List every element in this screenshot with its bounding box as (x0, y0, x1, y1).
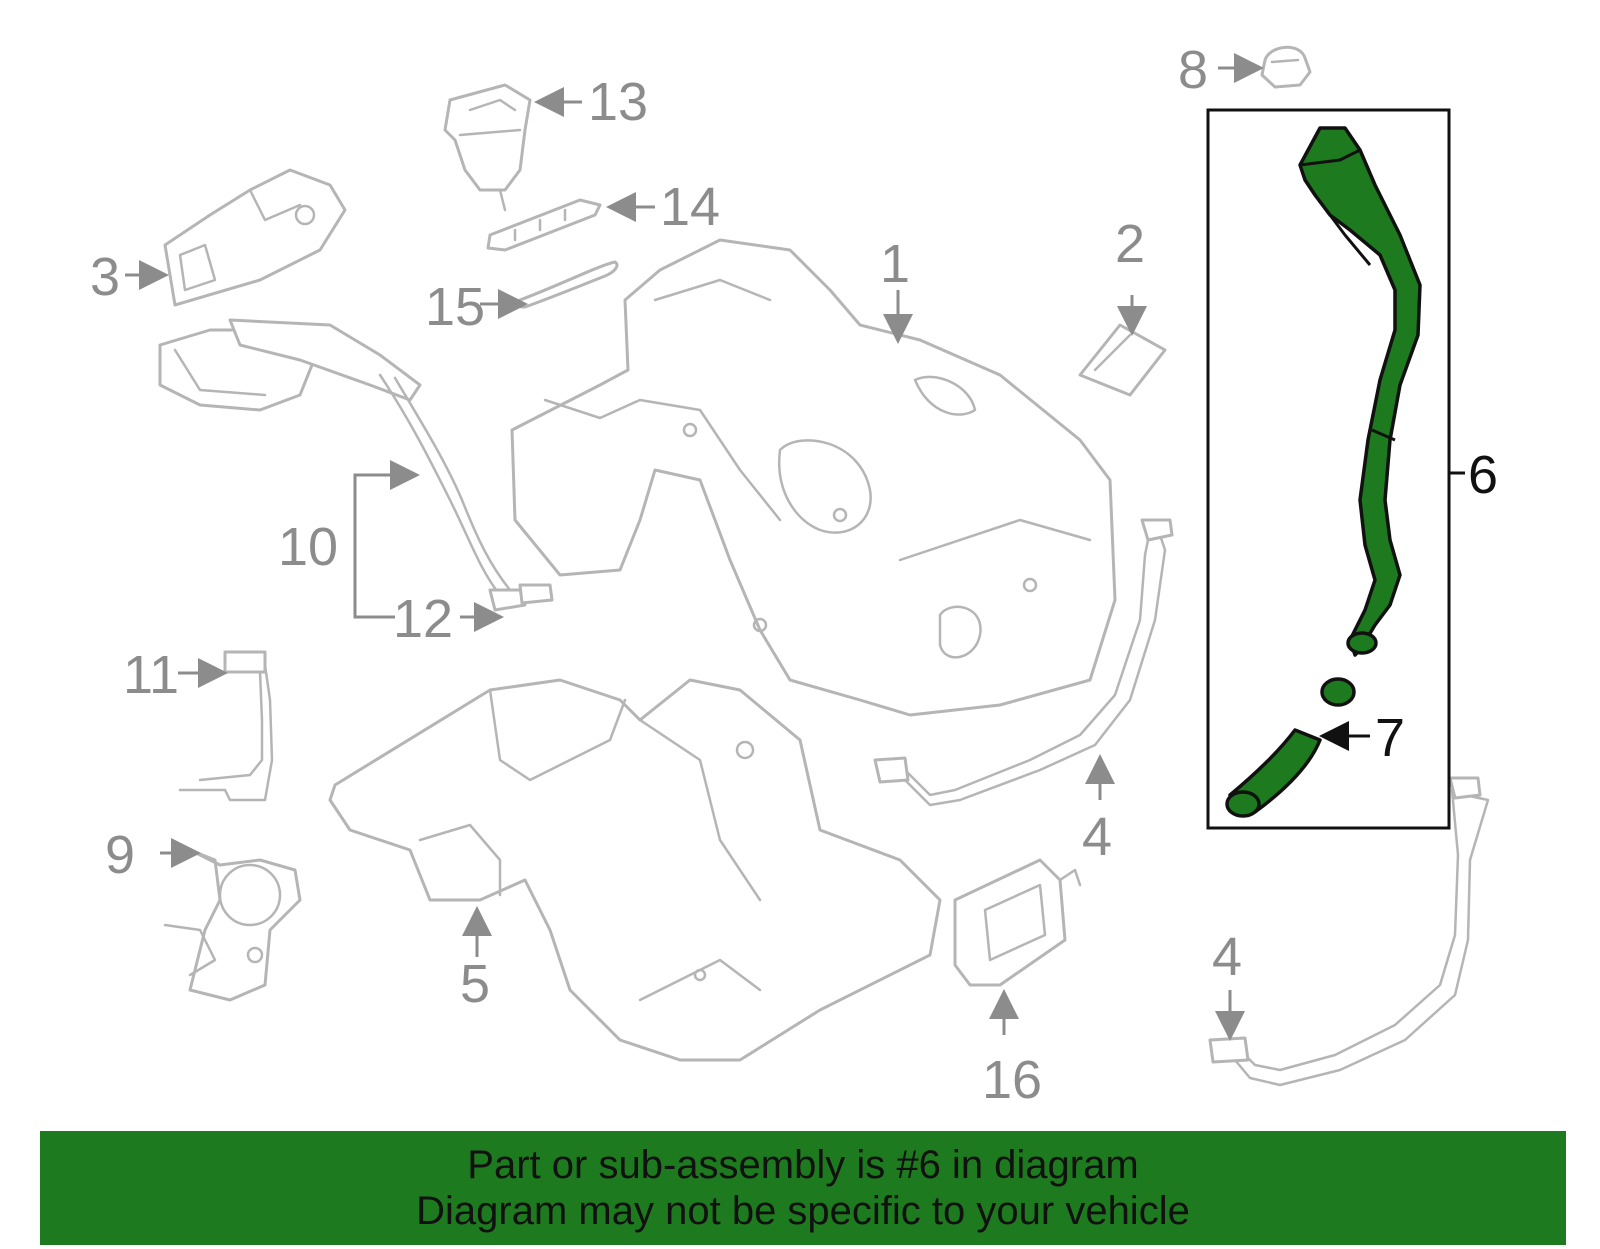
callout-1[interactable]: 1 (880, 234, 910, 294)
callout-8[interactable]: 8 (1178, 40, 1208, 100)
callout-16[interactable]: 16 (982, 1050, 1042, 1110)
banner-line-2: Diagram may not be specific to your vehi… (416, 1189, 1190, 1233)
callout-3[interactable]: 3 (90, 247, 120, 307)
part-4-strap-upper[interactable] (873, 518, 1174, 807)
callout-12[interactable]: 12 (393, 589, 453, 649)
part-14-retainer[interactable] (486, 198, 602, 252)
callout-14[interactable]: 14 (660, 177, 720, 237)
part-6-filler-neck[interactable] (1298, 126, 1422, 657)
callout-15[interactable]: 15 (425, 277, 485, 337)
part-3-bracket[interactable] (163, 168, 347, 307)
leader-lines (125, 53, 1465, 1041)
info-banner: Part or sub-assembly is #6 in diagram Di… (40, 1131, 1566, 1245)
part-8-filler-cap[interactable] (1260, 45, 1312, 89)
callout-2[interactable]: 2 (1115, 214, 1145, 274)
callout-4-lower[interactable]: 4 (1212, 927, 1242, 987)
callout-9[interactable]: 9 (105, 825, 135, 885)
part-10-sender-assembly[interactable] (158, 318, 554, 612)
part-15-gasket[interactable] (515, 260, 619, 309)
part-1-fuel-tank[interactable] (510, 238, 1117, 717)
callouts: 1 2 3 4 4 5 6 7 8 9 10 11 12 13 14 15 16 (90, 40, 1498, 1110)
part-16-control-module[interactable] (953, 858, 1082, 987)
part-4-strap-lower[interactable] (1208, 776, 1490, 1087)
callout-13[interactable]: 13 (588, 72, 648, 132)
part-2-pad[interactable] (1078, 323, 1167, 397)
callout-6[interactable]: 6 (1468, 445, 1498, 505)
part-9-pump-module[interactable] (163, 848, 302, 1002)
banner-background (40, 1131, 1566, 1245)
part-7-hose[interactable] (1225, 677, 1356, 818)
callout-11[interactable]: 11 (123, 645, 179, 705)
callout-5[interactable]: 5 (460, 954, 490, 1014)
callout-7[interactable]: 7 (1375, 708, 1405, 768)
part-13-pump[interactable] (443, 83, 532, 212)
callout-10[interactable]: 10 (278, 517, 338, 577)
part-5-tank-shield[interactable] (328, 678, 942, 1062)
callout-4-upper[interactable]: 4 (1082, 807, 1112, 867)
banner-line-1: Part or sub-assembly is #6 in diagram (467, 1143, 1139, 1187)
highlight-box (1206, 108, 1451, 830)
